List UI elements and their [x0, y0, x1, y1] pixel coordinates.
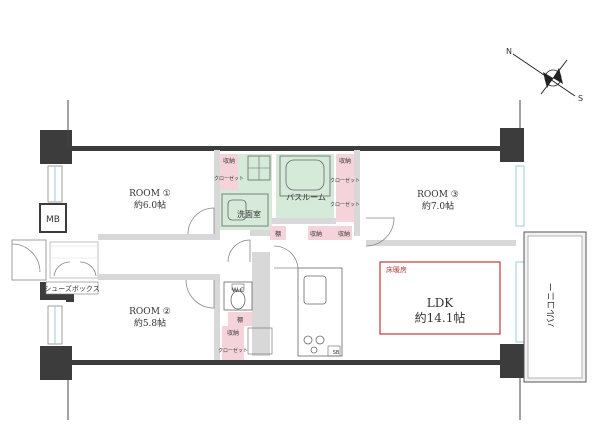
- room1-name: ROOM ①: [129, 189, 171, 199]
- sb-label: SB: [333, 350, 340, 356]
- left-windows: [47, 165, 63, 345]
- closet-label-2: クローゼット: [330, 177, 360, 184]
- shelf-wc: [228, 312, 252, 326]
- storage-label-4: 収納: [338, 230, 350, 238]
- entrance: [11, 239, 47, 281]
- shelf-label-1: 棚: [275, 230, 281, 238]
- shelf-hall: [270, 226, 286, 240]
- genkan: [49, 241, 99, 279]
- floor-heating-area: [379, 261, 501, 335]
- room3-size: 約7.0帖: [422, 200, 454, 212]
- mb-label: MB: [46, 215, 60, 225]
- storage-label-2: 収納: [339, 157, 351, 165]
- room2-name: ROOM ②: [129, 307, 171, 317]
- compass-rose-icon: [512, 53, 576, 97]
- balcony: バルコニー: [523, 231, 587, 383]
- washroom-fixtures: [221, 155, 271, 227]
- storage-label-5: 収納: [227, 329, 239, 337]
- toilet-icon: [223, 281, 253, 311]
- closet-room2: [222, 326, 244, 360]
- room3-name: ROOM ③: [417, 190, 459, 200]
- compass: N S: [506, 47, 583, 103]
- closet-label-4: クローゼット: [218, 347, 248, 354]
- storage-hall: [308, 226, 336, 240]
- compass-north-label: N: [506, 47, 512, 56]
- balcony-label: バルコニー: [546, 283, 557, 328]
- room1-size: 約6.0帖: [134, 199, 166, 211]
- compass-south-label: S: [578, 94, 583, 103]
- room2-size: 約5.8帖: [134, 317, 166, 329]
- closet-label-3: クローゼット: [330, 201, 360, 208]
- bathroom-label: バスルーム: [286, 193, 326, 202]
- bathroom-fill: [276, 154, 334, 218]
- shelf-label-2: 棚: [237, 316, 243, 324]
- storage-label-3: 収納: [310, 230, 322, 238]
- wc-label: W.C: [232, 286, 245, 294]
- ldk-name: LDK: [427, 296, 455, 310]
- storage-hall2: [336, 226, 352, 240]
- washroom-label: 洗面室: [237, 209, 261, 219]
- floor-heating-label: 床暖房: [386, 265, 407, 274]
- closet-shelves: [247, 327, 273, 355]
- interior-walls: [98, 150, 516, 360]
- ldk-size: 約14.1帖: [415, 310, 466, 325]
- kitchen-counter: [297, 267, 343, 357]
- closet-room3: [336, 154, 354, 222]
- closet-room1: [220, 154, 238, 190]
- bathtub-icon: [279, 155, 331, 197]
- shoes-box: [45, 281, 99, 295]
- storage-label-1: 収納: [223, 157, 235, 165]
- mb-box: [39, 203, 67, 233]
- closet-label-1: クローゼット: [214, 175, 244, 182]
- shoes-box-label: シューズボックス: [44, 284, 99, 293]
